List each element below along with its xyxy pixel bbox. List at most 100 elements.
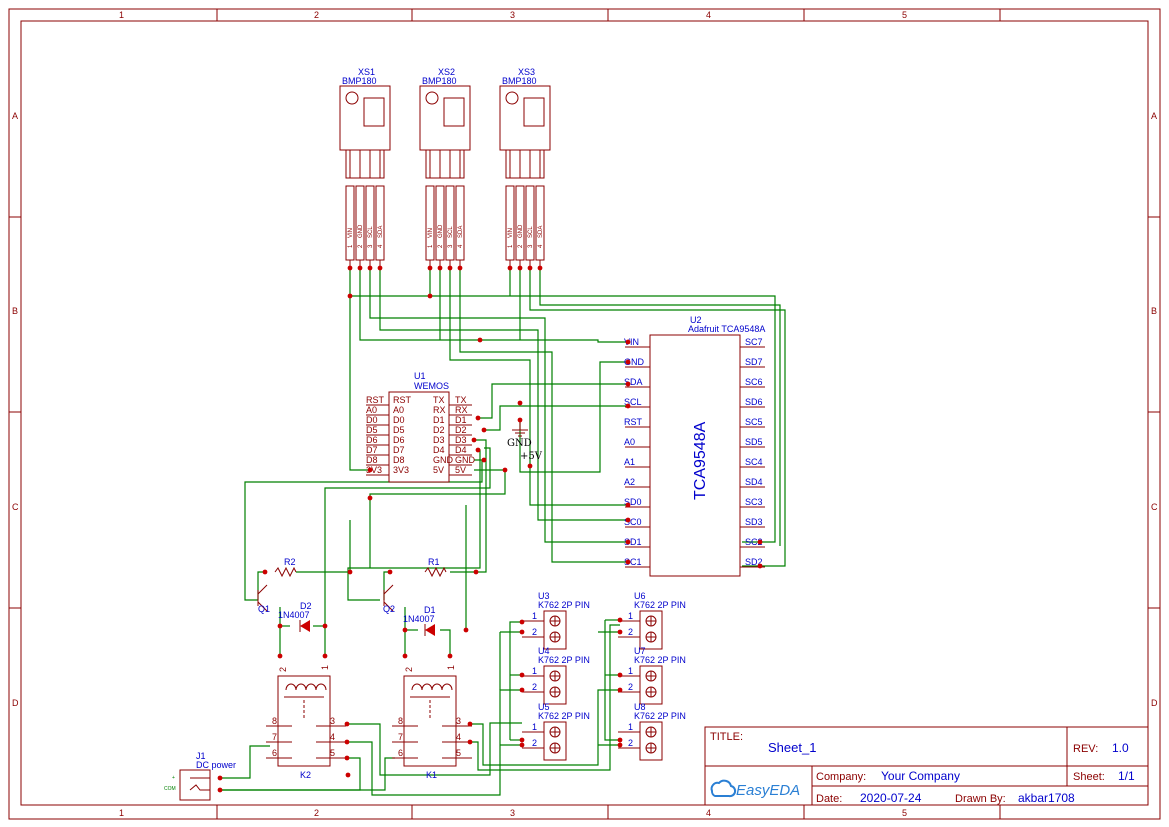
junction-dot xyxy=(617,629,623,635)
junction-dot xyxy=(617,687,623,693)
junction-dot xyxy=(527,463,533,469)
wemos-pin-left: D8 xyxy=(393,455,405,465)
sensor-pin-number: 4 xyxy=(538,244,544,248)
relay-pin: 4 xyxy=(330,732,335,742)
terminal-value: K762 2P PIN xyxy=(634,655,686,665)
junction-dot xyxy=(519,687,525,693)
junction-dot xyxy=(457,265,463,271)
wemos-pin-ext-right: D1 xyxy=(455,415,467,425)
sheet-frame: 1 2 3 4 5 1 2 3 4 5 A B C D A B C D xyxy=(8,8,1161,820)
relay-pin: 4 xyxy=(456,732,461,742)
junction-dot xyxy=(617,742,623,748)
junction-dot xyxy=(377,265,383,271)
sensor-value: BMP180 xyxy=(502,76,537,86)
terminal-pin: 2 xyxy=(628,627,633,637)
wemos-pin-left: A0 xyxy=(393,405,404,415)
relay-pin: 6 xyxy=(398,748,403,758)
mux-pin-right: SC2 xyxy=(745,537,763,547)
wemos-pin-ext-right: 5V xyxy=(455,465,466,475)
diode-d1[interactable]: D1 1N4007 xyxy=(403,605,436,636)
wemos-pin-ext-left: D0 xyxy=(366,415,378,425)
mux-name: TCA9548A xyxy=(692,421,709,500)
junction-dot xyxy=(517,265,523,271)
junction-dot xyxy=(402,627,408,633)
resistor-r2[interactable]: R2 xyxy=(274,557,297,578)
relay-pin: 7 xyxy=(272,732,277,742)
sensor-pin-label: GND xyxy=(438,224,444,238)
col-label: 3 xyxy=(510,10,515,20)
row-label: A xyxy=(1151,111,1157,121)
mux-ref: U2 xyxy=(690,315,702,325)
col-label: 2 xyxy=(314,10,319,20)
dc-com: COM xyxy=(164,786,176,792)
junction-dot xyxy=(277,653,283,659)
driver-q2[interactable]: Q2 xyxy=(383,584,395,614)
terminal-ref: U4 xyxy=(538,646,550,656)
junction-dot xyxy=(625,381,631,387)
relay-pin: 3 xyxy=(456,716,461,726)
mux-pin-right: SC4 xyxy=(745,457,763,467)
mux-pin-left: A2 xyxy=(624,477,635,487)
junction-dot xyxy=(262,569,268,575)
terminal-ref: U5 xyxy=(538,702,550,712)
junction-dot xyxy=(344,739,350,745)
d2-ref: D2 xyxy=(300,601,312,611)
junction-dot xyxy=(471,437,477,443)
junction-dot xyxy=(519,672,525,678)
dc-jack[interactable]: J1 DC power + COM xyxy=(164,751,236,801)
mux-pin-left: SDA xyxy=(624,377,643,387)
sensor-pin-label: GND xyxy=(358,224,364,238)
junction-dot xyxy=(347,293,353,299)
junction-dot xyxy=(481,457,487,463)
relay-pin: 5 xyxy=(456,748,461,758)
wemos-pin-right: D2 xyxy=(433,425,445,435)
sensor-pin-label: SDA xyxy=(378,226,384,238)
junction-dot xyxy=(344,721,350,727)
terminal-pin: 2 xyxy=(532,682,537,692)
q1-ref: Q1 xyxy=(258,604,270,614)
wemos-pin-right: D1 xyxy=(433,415,445,425)
wemos-pin-ext-right: D4 xyxy=(455,445,467,455)
junction-dot xyxy=(527,265,533,271)
sheet-title: Sheet_1 xyxy=(768,740,816,755)
vcc-symbol: +5V xyxy=(520,451,543,462)
driver-q1[interactable]: Q1 xyxy=(257,584,270,614)
row-label: C xyxy=(12,502,19,512)
sensor-pin-number: 4 xyxy=(378,244,384,248)
terminal-pin: 1 xyxy=(532,611,537,621)
terminal-ref: U3 xyxy=(538,591,550,601)
junction-dot xyxy=(475,447,481,453)
resistor-r1[interactable]: R1 xyxy=(424,557,447,578)
row-label: D xyxy=(12,698,19,708)
wemos-pin-left: D5 xyxy=(393,425,405,435)
mux-pin-right: SD4 xyxy=(745,477,763,487)
d1-value: 1N4007 xyxy=(403,614,435,624)
col-label: 5 xyxy=(902,808,907,818)
row-label: B xyxy=(1151,306,1157,316)
relay-pin: 3 xyxy=(330,716,335,726)
terminal-pin: 1 xyxy=(628,722,633,732)
terminal-value: K762 2P PIN xyxy=(538,600,590,610)
col-label: 3 xyxy=(510,808,515,818)
date-label: Date: xyxy=(816,793,842,805)
diode-d2[interactable]: D2 1N4007 xyxy=(278,601,312,632)
terminal-pin: 1 xyxy=(532,666,537,676)
sensor-value: BMP180 xyxy=(342,76,377,86)
sheet-label: Sheet: xyxy=(1073,771,1105,783)
relay-ref: K1 xyxy=(426,770,437,780)
sensor-pin-label: SDA xyxy=(538,226,544,238)
